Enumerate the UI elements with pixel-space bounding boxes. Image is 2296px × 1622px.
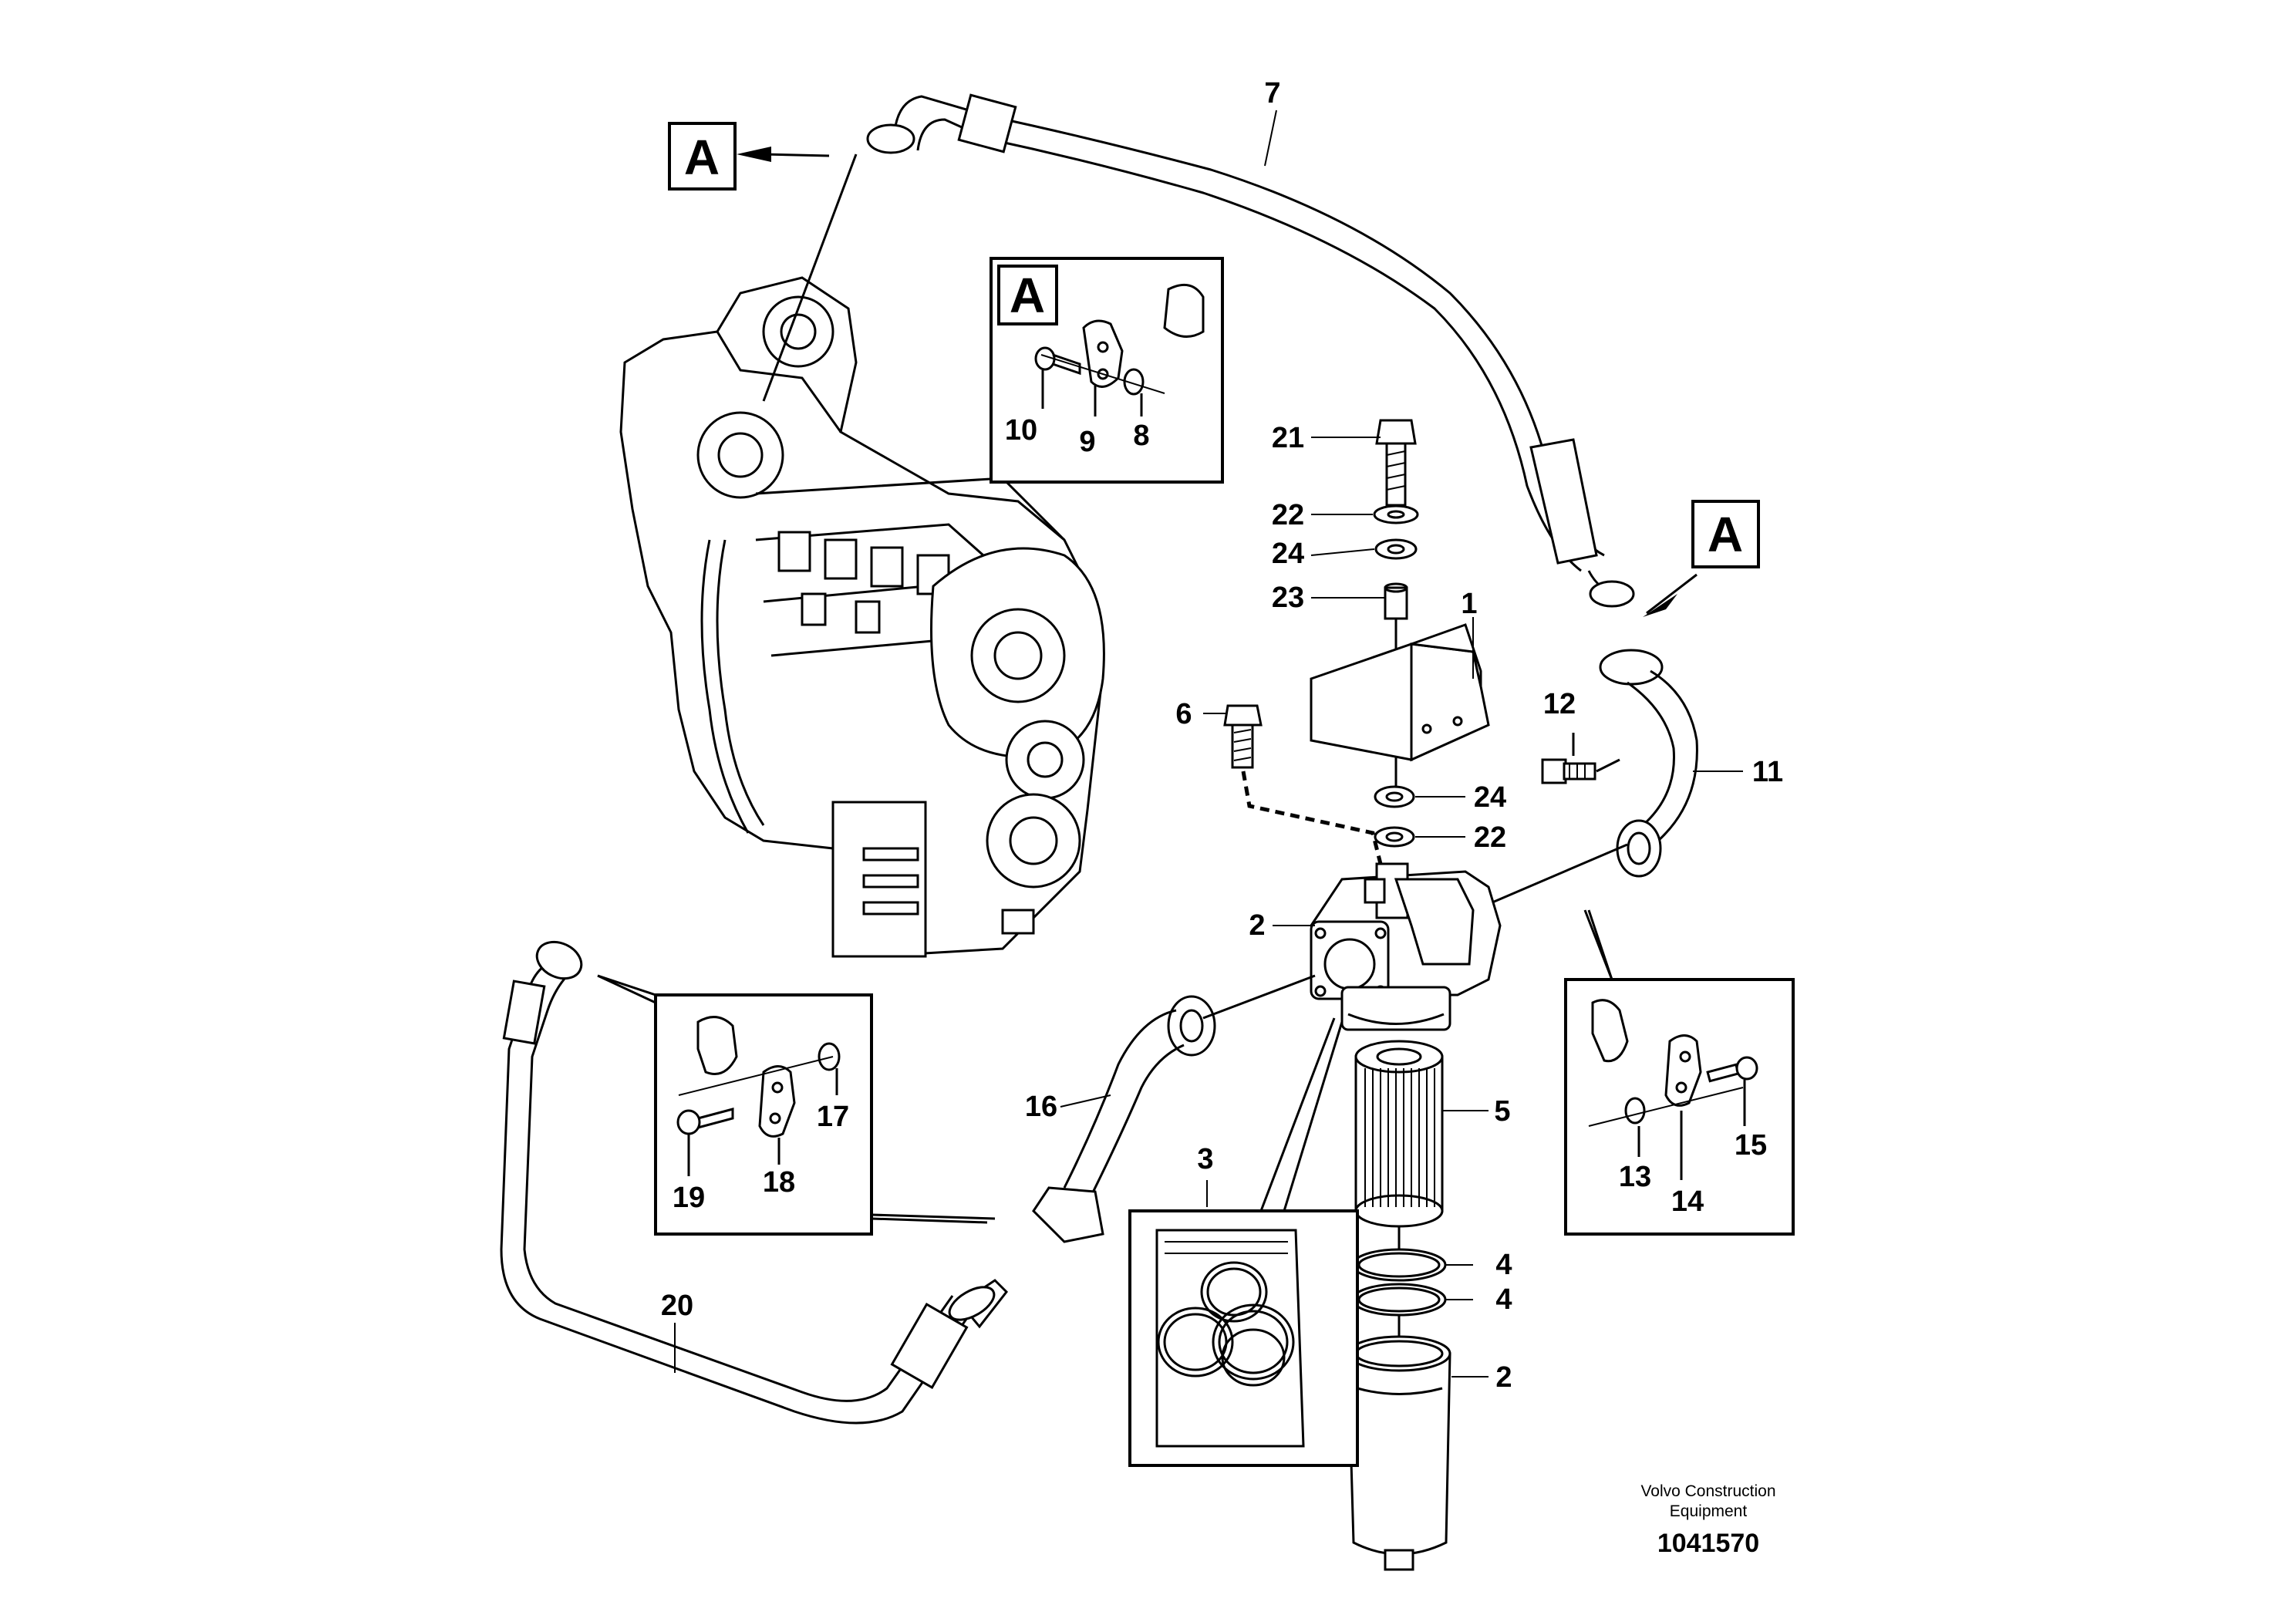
callout-2-bowl: 2 (1495, 1361, 1512, 1394)
filter-pleats (1364, 1068, 1435, 1207)
callout-9: 9 (1079, 426, 1095, 458)
callout-22-lower: 22 (1474, 821, 1506, 854)
inset-a-box: A (990, 257, 1224, 484)
callout-19: 19 (673, 1182, 705, 1214)
callout-8: 8 (1133, 420, 1149, 452)
callout-13: 13 (1619, 1161, 1651, 1193)
callout-23: 23 (1272, 582, 1304, 614)
leader-lines (674, 110, 1743, 1378)
callout-15: 15 (1735, 1129, 1767, 1162)
callout-10: 10 (1005, 414, 1037, 447)
callout-14: 14 (1671, 1185, 1704, 1218)
callout-17: 17 (817, 1101, 849, 1133)
inset-a-tag: A (1010, 268, 1045, 323)
company-line-1: Volvo Construction (1640, 1482, 1775, 1500)
drawing-number: 1041570 (1657, 1529, 1759, 1558)
filter-assembly (1202, 419, 1628, 1571)
callout-2-head: 2 (1249, 909, 1265, 942)
inset-right-box (1564, 909, 1795, 1236)
callout-4-lower: 4 (1495, 1283, 1512, 1316)
callout-12: 12 (1543, 688, 1576, 720)
callout-18: 18 (763, 1166, 795, 1199)
pipe-11 (1599, 649, 1698, 878)
callout-24-upper: 24 (1272, 538, 1304, 570)
pipe-16 (1032, 995, 1216, 1243)
callout-6: 6 (1175, 698, 1192, 730)
svg-text:A: A (1708, 507, 1743, 562)
callout-labels: 1 2 2 3 4 4 5 6 7 8 9 10 11 12 13 14 15 … (661, 77, 1783, 1394)
company-line-2: Equipment (1670, 1502, 1748, 1520)
detail-marker-top: A (668, 122, 858, 402)
callout-21: 21 (1272, 422, 1304, 454)
footer: Volvo Construction Equipment 1041570 (1640, 1482, 1775, 1558)
inset-left-box (597, 974, 996, 1236)
inset-bottom-box (1128, 1017, 1359, 1467)
pipe-7 (866, 93, 1635, 608)
pipe-20 (500, 940, 1008, 1425)
callout-3: 3 (1197, 1143, 1213, 1175)
svg-text:A: A (684, 130, 720, 185)
callout-1: 1 (1461, 588, 1477, 620)
callout-16: 16 (1025, 1091, 1057, 1123)
callout-7: 7 (1264, 77, 1280, 110)
callout-24-lower: 24 (1474, 781, 1506, 814)
callout-20: 20 (661, 1290, 693, 1322)
callout-4-upper: 4 (1495, 1249, 1512, 1281)
fitting-12 (1541, 733, 1620, 784)
callout-5: 5 (1494, 1095, 1510, 1128)
callout-22-upper: 22 (1272, 499, 1304, 531)
callout-11: 11 (1752, 756, 1783, 788)
detail-marker-right: A (1643, 500, 1760, 617)
